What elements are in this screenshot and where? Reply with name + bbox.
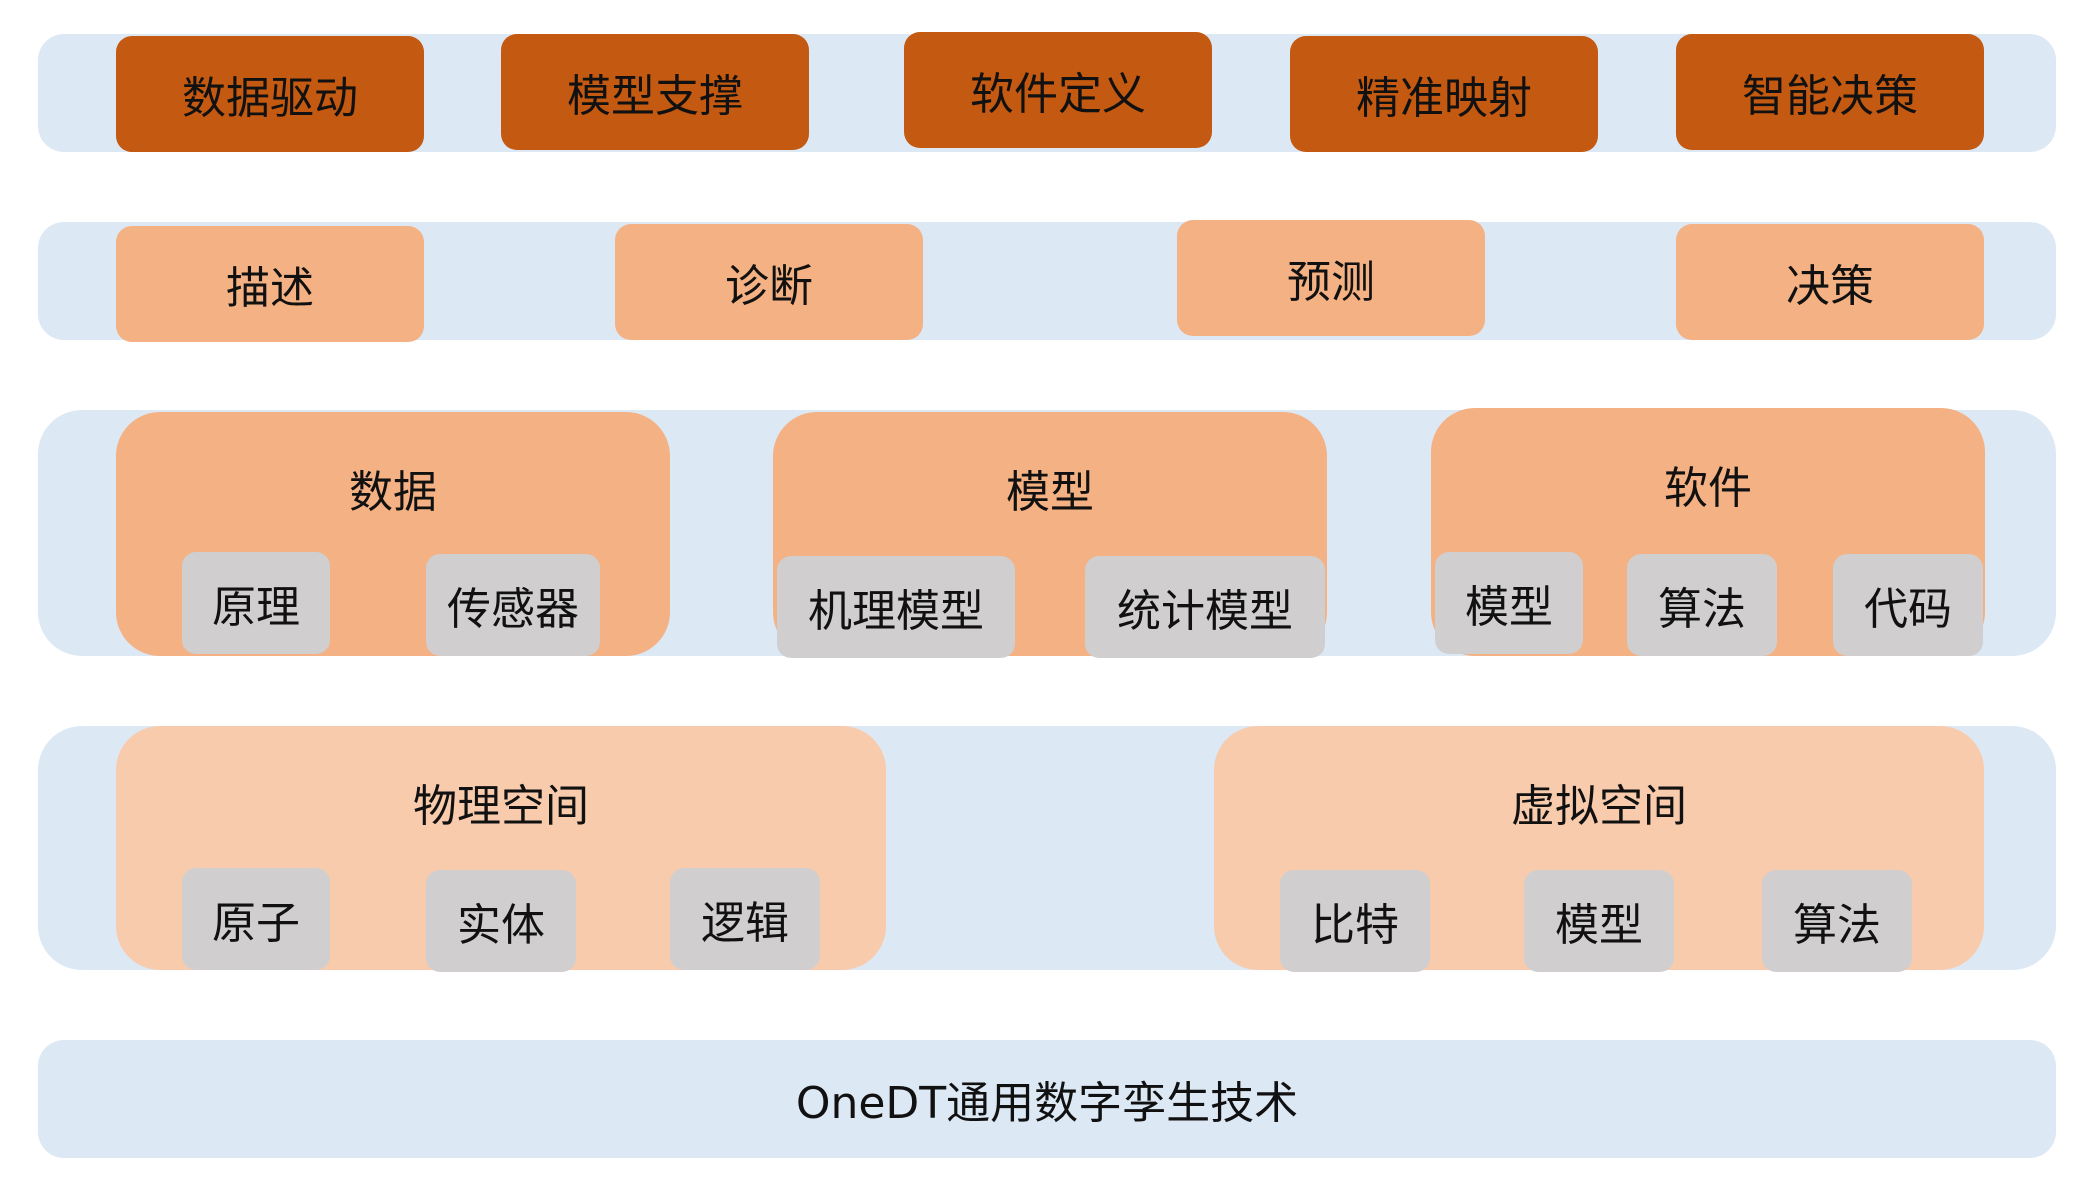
sub-item: 代码 (1833, 554, 1983, 656)
element-group-data: 数据 原理 传感器 (116, 412, 670, 656)
capability-label: 描述 (226, 263, 314, 314)
goal-software-defined: 软件定义 (904, 32, 1212, 148)
space-group-physical: 物理空间 原子 实体 逻辑 (116, 726, 886, 972)
capability-diagnose: 诊断 (615, 224, 923, 340)
foundation-band: OneDT通用数字孪生技术 (38, 1040, 2056, 1158)
sub-item: 原子 (182, 868, 330, 970)
capability-decide: 决策 (1676, 224, 1984, 340)
sub-item: 统计模型 (1085, 556, 1325, 658)
sub-item: 模型 (1524, 870, 1674, 972)
sub-item: 模型 (1435, 552, 1583, 654)
sub-item: 算法 (1762, 870, 1912, 972)
sub-item: 实体 (426, 870, 576, 972)
capability-label: 诊断 (725, 261, 813, 312)
goal-label: 数据驱动 (182, 73, 358, 124)
goal-label: 智能决策 (1742, 71, 1918, 122)
group-title: 模型 (1006, 467, 1094, 518)
capability-label: 决策 (1786, 261, 1874, 312)
space-group-virtual: 虚拟空间 比特 模型 算法 (1214, 726, 1984, 972)
goal-label: 精准映射 (1356, 73, 1532, 124)
capability-describe: 描述 (116, 226, 424, 342)
group-title: 数据 (349, 467, 437, 518)
sub-item: 比特 (1280, 870, 1430, 972)
capability-label: 预测 (1287, 257, 1375, 308)
goal-model-support: 模型支撑 (501, 34, 809, 150)
group-title: 虚拟空间 (1511, 781, 1687, 832)
foundation-label: OneDT通用数字孪生技术 (795, 1078, 1299, 1129)
sub-item: 传感器 (426, 554, 600, 656)
sub-item: 逻辑 (670, 868, 820, 970)
goal-data-driven: 数据驱动 (116, 36, 424, 152)
sub-item: 机理模型 (777, 556, 1015, 658)
group-title: 软件 (1664, 463, 1752, 514)
element-group-software: 软件 模型 算法 代码 (1431, 408, 1985, 656)
element-group-model: 模型 机理模型 统计模型 (773, 412, 1327, 658)
group-title: 物理空间 (413, 781, 589, 832)
capability-predict: 预测 (1177, 220, 1485, 336)
goal-precise-mapping: 精准映射 (1290, 36, 1598, 152)
goal-intelligent-decision: 智能决策 (1676, 34, 1984, 150)
goal-label: 软件定义 (970, 69, 1146, 120)
goal-label: 模型支撑 (567, 71, 743, 122)
sub-item: 原理 (182, 552, 330, 654)
sub-item: 算法 (1627, 554, 1777, 656)
